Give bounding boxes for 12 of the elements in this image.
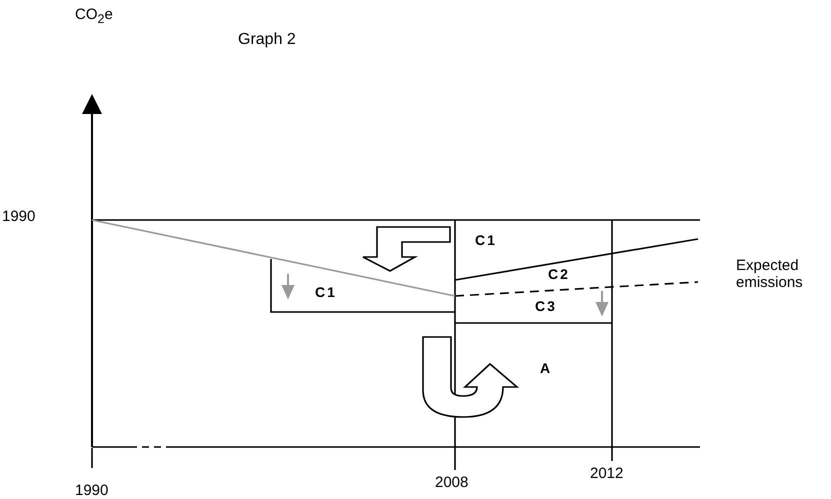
axis-label: 1990: [75, 482, 108, 499]
axis-label: 2008: [435, 474, 468, 492]
axis-label: 2012: [590, 465, 624, 482]
axis-label: 1990: [2, 208, 36, 226]
area-label: C3: [535, 298, 557, 314]
area-label: C2: [548, 266, 570, 282]
graph-title: Graph 2: [238, 31, 296, 50]
axis-title: CO$_{2}$e: [75, 6, 113, 26]
area-label: C1: [475, 232, 497, 248]
area-label: C1: [315, 284, 337, 300]
area-label: A: [540, 360, 552, 376]
line-label: Expected emissions: [736, 257, 804, 292]
